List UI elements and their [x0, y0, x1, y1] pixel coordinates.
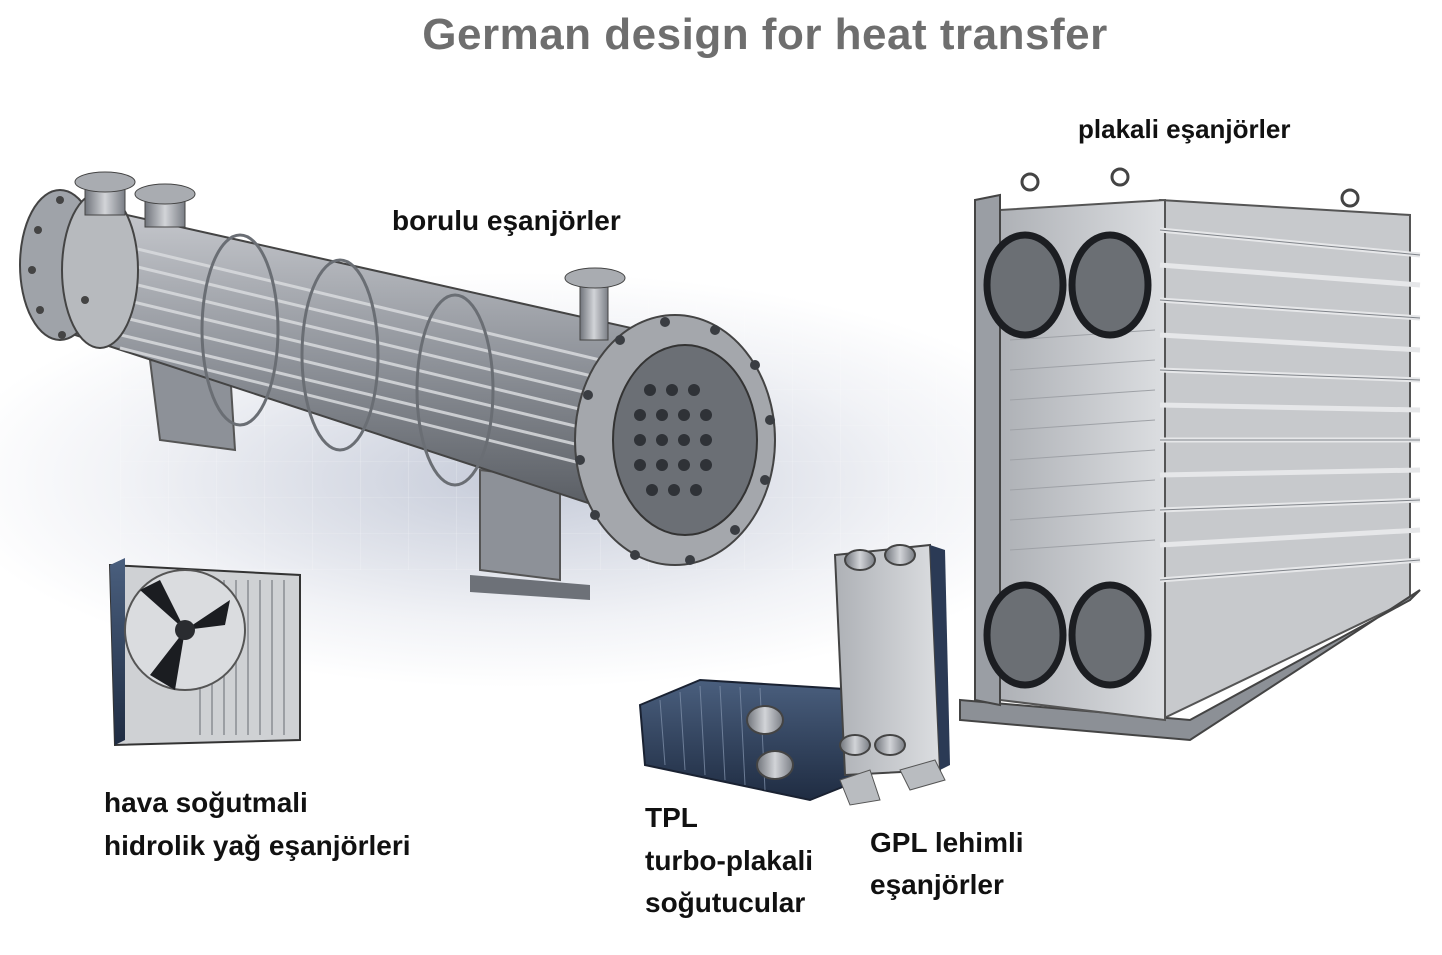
label-tpl-3: soğutucular — [645, 887, 806, 918]
label-tpl-1: TPL — [645, 802, 698, 833]
label-air-cooled-2: hidrolik yağ eşanjörleri — [104, 830, 411, 861]
shell-tube-exchanger-image — [19, 171, 776, 600]
label-tpl-2: turbo-plakali — [645, 845, 814, 876]
label-gpl-2: eşanjörler — [870, 869, 1004, 900]
label-shell-tube: borulu eşanjörler — [392, 205, 621, 236]
label-air-cooled-1: hava soğutmali — [104, 787, 308, 818]
label-gpl-1: GPL lehimli — [870, 827, 1024, 858]
label-plate: plakali eşanjörler — [1078, 114, 1291, 144]
plate-exchanger-image — [959, 167, 1421, 742]
page-title: German design for heat transfer — [422, 10, 1108, 59]
air-cooler-image — [108, 558, 301, 747]
tpl-cooler-image — [638, 678, 861, 802]
gpl-exchanger-image — [833, 543, 950, 806]
